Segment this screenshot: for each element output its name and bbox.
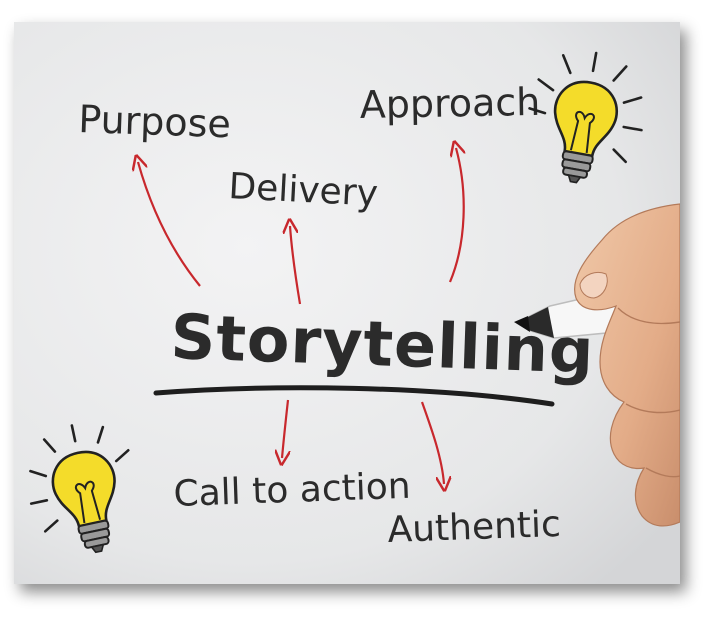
arrow-to-approach (448, 148, 464, 283)
arrow-to-call-to-action (282, 399, 288, 458)
image-frame: Purpose Delivery Approach Call to action… (14, 22, 680, 584)
label-approach: Approach (359, 80, 540, 127)
label-authentic: Authentic (387, 504, 562, 551)
whiteboard-scene: Purpose Delivery Approach Call to action… (14, 22, 680, 584)
arrow-to-purpose (138, 162, 201, 287)
arrow-to-delivery (290, 226, 302, 305)
lightbulb-icon-bottom (29, 424, 130, 554)
lightbulb-icon-top (528, 51, 643, 184)
label-delivery: Delivery (228, 166, 379, 215)
hand-with-marker (514, 203, 680, 527)
label-purpose: Purpose (78, 97, 232, 146)
underline-stroke (153, 385, 555, 407)
label-call-to-action: Call to action (173, 466, 411, 515)
arrow-to-authentic (420, 401, 444, 484)
center-word-storytelling: Storytelling (169, 300, 595, 388)
